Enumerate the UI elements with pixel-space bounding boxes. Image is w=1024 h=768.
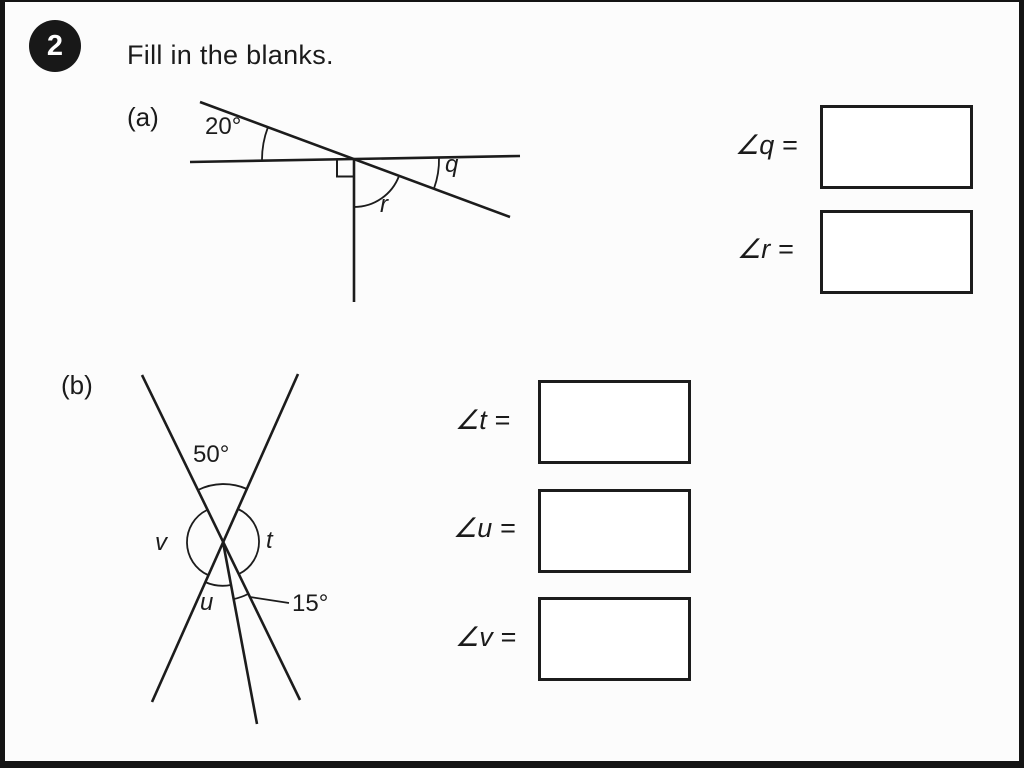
angle-q-label: q bbox=[445, 151, 459, 178]
crossing-line-2 bbox=[150, 373, 300, 703]
right-angle-mark bbox=[336, 159, 354, 178]
answer-label-u: ∠u = bbox=[453, 513, 516, 543]
angle-15-arc bbox=[233, 593, 249, 600]
answer-box-q[interactable] bbox=[820, 105, 973, 189]
answer-label-t: ∠t = bbox=[455, 405, 510, 435]
angle-50-arc bbox=[197, 483, 248, 491]
part-b-label: (b) bbox=[61, 370, 93, 400]
angle-50-label: 50° bbox=[193, 441, 229, 468]
answer-box-v[interactable] bbox=[538, 597, 691, 681]
angle-v-label: v bbox=[155, 529, 169, 556]
question-number: 2 bbox=[46, 29, 64, 62]
angle-20-label: 20° bbox=[205, 113, 241, 140]
angle-u-label: u bbox=[200, 589, 213, 616]
answer-box-t[interactable] bbox=[538, 380, 691, 464]
answer-label-q: ∠q = bbox=[735, 130, 798, 160]
angle-v-arc bbox=[186, 509, 209, 576]
angle-20-arc bbox=[261, 126, 269, 162]
question-number-badge: 2 bbox=[29, 20, 81, 72]
question-prompt: Fill in the blanks. bbox=[127, 40, 334, 70]
part-a-label: (a) bbox=[127, 102, 159, 132]
angle-t-label: t bbox=[266, 527, 274, 554]
part-a-angle-diagram: 20° q r bbox=[189, 100, 521, 302]
angle-15-label: 15° bbox=[292, 590, 328, 617]
angle-r-label: r bbox=[380, 191, 389, 218]
answer-label-v: ∠v = bbox=[455, 622, 516, 652]
angle-r-arc bbox=[353, 175, 400, 208]
crossing-line-1 bbox=[140, 374, 302, 701]
ray-line-3 bbox=[221, 541, 259, 725]
angle-t-arc bbox=[237, 508, 260, 575]
answer-box-u[interactable] bbox=[538, 489, 691, 573]
angle-q-arc bbox=[433, 157, 440, 189]
answer-label-r: ∠r = bbox=[737, 234, 794, 264]
angle-u-arc bbox=[204, 581, 232, 587]
angle-15-leader-line bbox=[249, 596, 290, 604]
part-b-angle-diagram: 50° v t u 15° bbox=[140, 373, 328, 725]
answer-box-r[interactable] bbox=[820, 210, 973, 294]
